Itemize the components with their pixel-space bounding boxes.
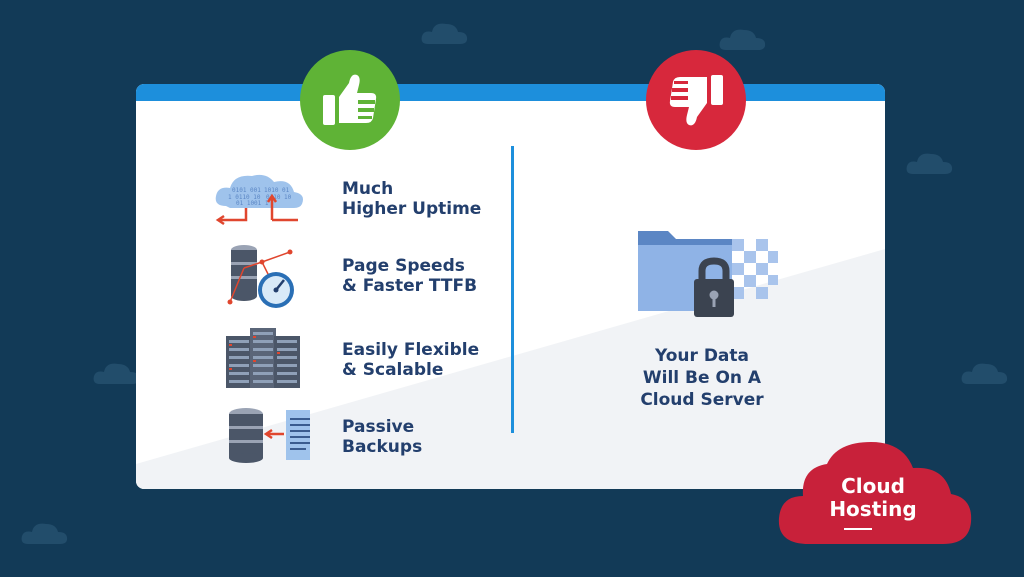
svg-text:01 1001 1: 01 1001 1 [236, 200, 269, 207]
background-cloud-icon [906, 153, 953, 174]
pros-label: Passive Backups [342, 417, 423, 457]
database-backup-icon [229, 408, 310, 463]
cloud-hosting-underline [844, 528, 872, 530]
locked-folder-icon [638, 231, 778, 317]
thumbs-down-icon [669, 75, 723, 126]
thumbs-up-icon [323, 74, 377, 125]
column-divider [511, 146, 514, 433]
background-cloud-icon [93, 363, 140, 384]
pros-item-backups: Passive Backups [210, 398, 510, 468]
card-top-bar [136, 84, 885, 101]
background-cloud-icon [421, 23, 468, 44]
background-cloud-icon [961, 363, 1008, 384]
pros-label: Page Speeds & Faster TTFB [342, 256, 478, 296]
cloud-icon [778, 442, 972, 544]
cons-badge [646, 50, 746, 150]
pros-item-scalable: Easily Flexible & Scalable [210, 322, 510, 392]
server-racks-icon [226, 328, 300, 388]
database-speedometer-icon [227, 245, 294, 308]
pros-badge [300, 50, 400, 150]
svg-text:0110 10: 0110 10 [266, 194, 292, 201]
pros-label: Much Higher Uptime [342, 179, 482, 219]
svg-text:1010 01: 1010 01 [264, 187, 290, 194]
pros-item-speed: Page Speeds & Faster TTFB [210, 240, 510, 310]
background-cloud-icon [719, 29, 766, 50]
cloud-hosting-label: Cloud Hosting [829, 474, 917, 521]
cons-label: Your Data Will Be On A Cloud Server [640, 346, 764, 410]
svg-text:1 0110 10: 1 0110 10 [228, 194, 261, 201]
svg-text:0101 001: 0101 001 [232, 187, 261, 194]
background-cloud-icon [21, 523, 68, 544]
pros-label: Easily Flexible & Scalable [342, 340, 480, 380]
